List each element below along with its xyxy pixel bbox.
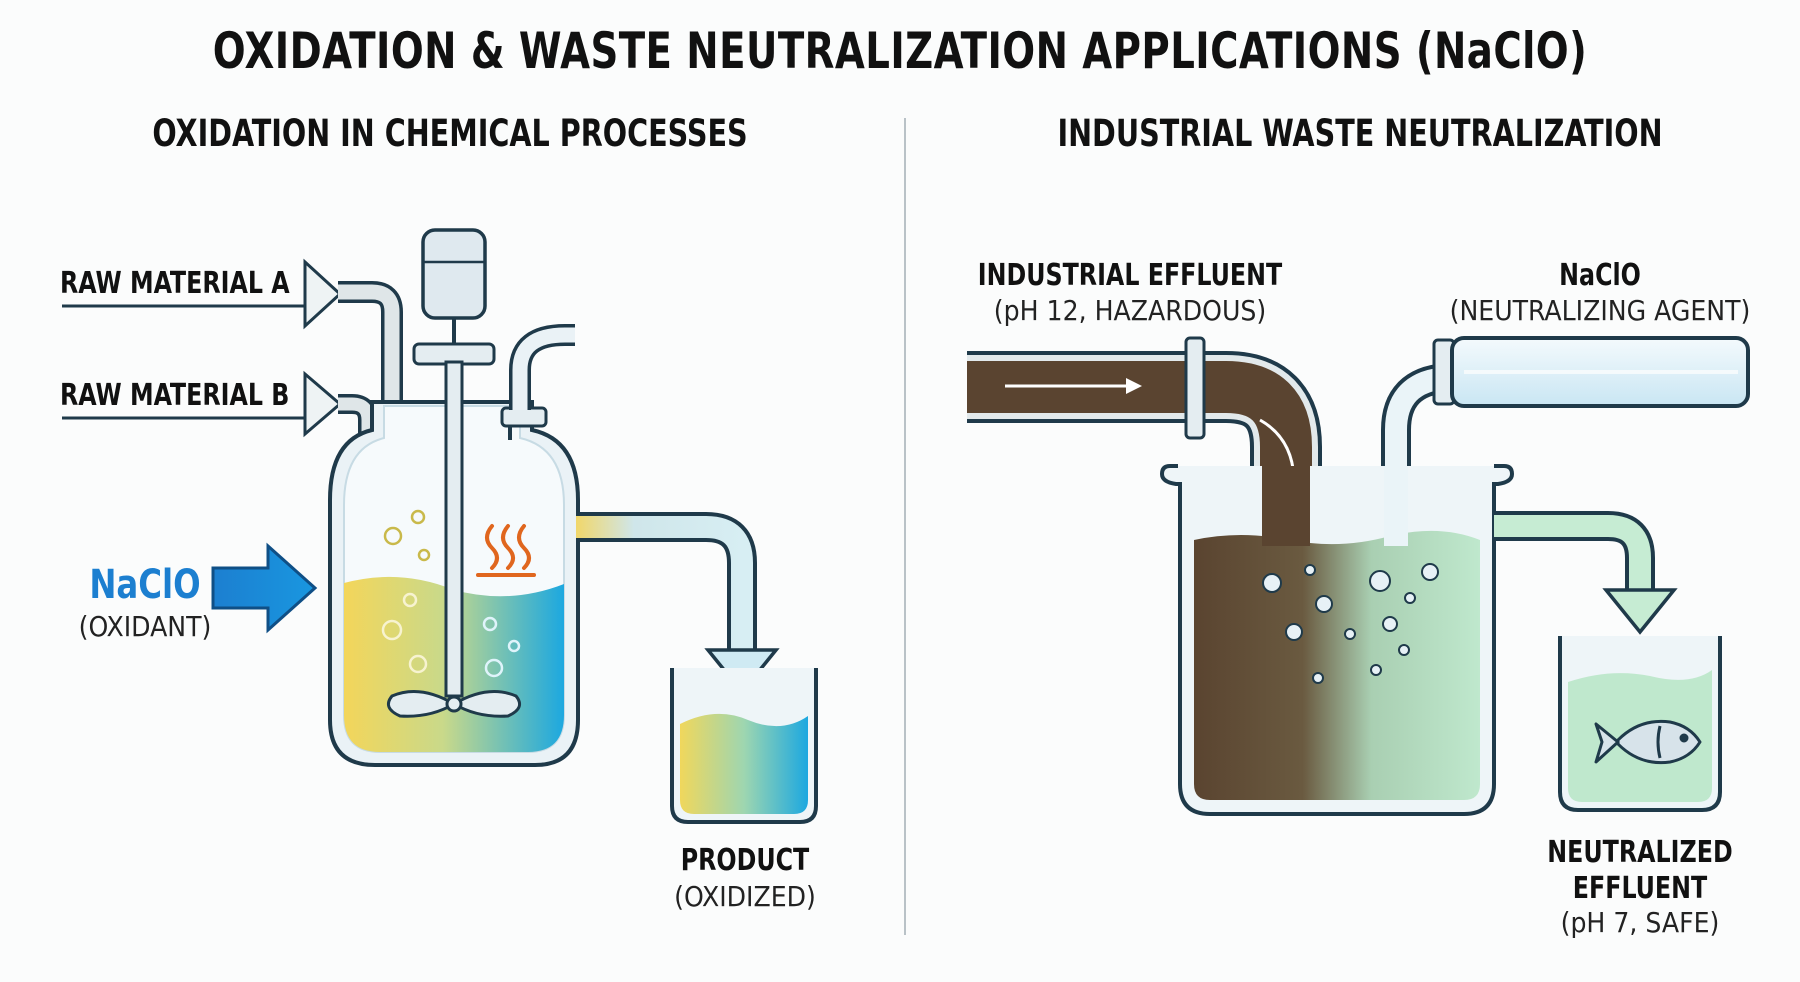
nacio-agent-label: NaClO (1559, 258, 1641, 293)
raw-material-a-arrow-icon (62, 258, 343, 330)
raw-material-b-arrow-icon (62, 370, 343, 438)
nacio-oxidant-arrow-icon (211, 542, 318, 634)
fish-icon (1594, 719, 1702, 765)
nacio-oxidant-note: (OXIDANT) (78, 610, 212, 643)
product-outlet-pipe (576, 512, 780, 695)
product-note: (OXIDIZED) (674, 880, 816, 913)
stirrer-motor-icon (386, 228, 522, 718)
right-heading: INDUSTRIAL WASTE NEUTRALIZATION (1057, 112, 1663, 155)
nacio-agent-tank (1376, 336, 1750, 548)
heat-icon (476, 524, 536, 577)
neutralized-note: (pH 7, SAFE) (1560, 906, 1720, 939)
tank-bubbles (1262, 563, 1439, 684)
product-beaker (670, 668, 818, 824)
neutralization-tank (1159, 464, 1515, 816)
neutralized-outlet-pipe (1494, 511, 1678, 635)
reactor-bubbles (381, 509, 521, 678)
raw-material-b-label: RAW MATERIAL B (60, 378, 290, 413)
left-heading: OXIDATION IN CHEMICAL PROCESSES (152, 112, 748, 155)
raw-material-a-label: RAW MATERIAL A (60, 266, 290, 301)
nacio-agent-note: (NEUTRALIZING AGENT) (1449, 294, 1751, 327)
nacio-oxidant-label: NaClO (89, 562, 201, 608)
effluent-pipe (967, 336, 1322, 535)
neutralized-label-line1: NEUTRALIZED (1547, 835, 1733, 870)
effluent-note: (pH 12, HAZARDOUS) (993, 294, 1267, 327)
neutralized-beaker (1558, 636, 1722, 812)
page-title: OXIDATION & WASTE NEUTRALIZATION APPLICA… (212, 22, 1588, 80)
raw-material-b-feed-pipe (338, 394, 378, 468)
product-label: PRODUCT (680, 843, 810, 878)
neutralized-label-line2: EFFLUENT (1572, 871, 1708, 906)
effluent-label: INDUSTRIAL EFFLUENT (977, 258, 1283, 293)
